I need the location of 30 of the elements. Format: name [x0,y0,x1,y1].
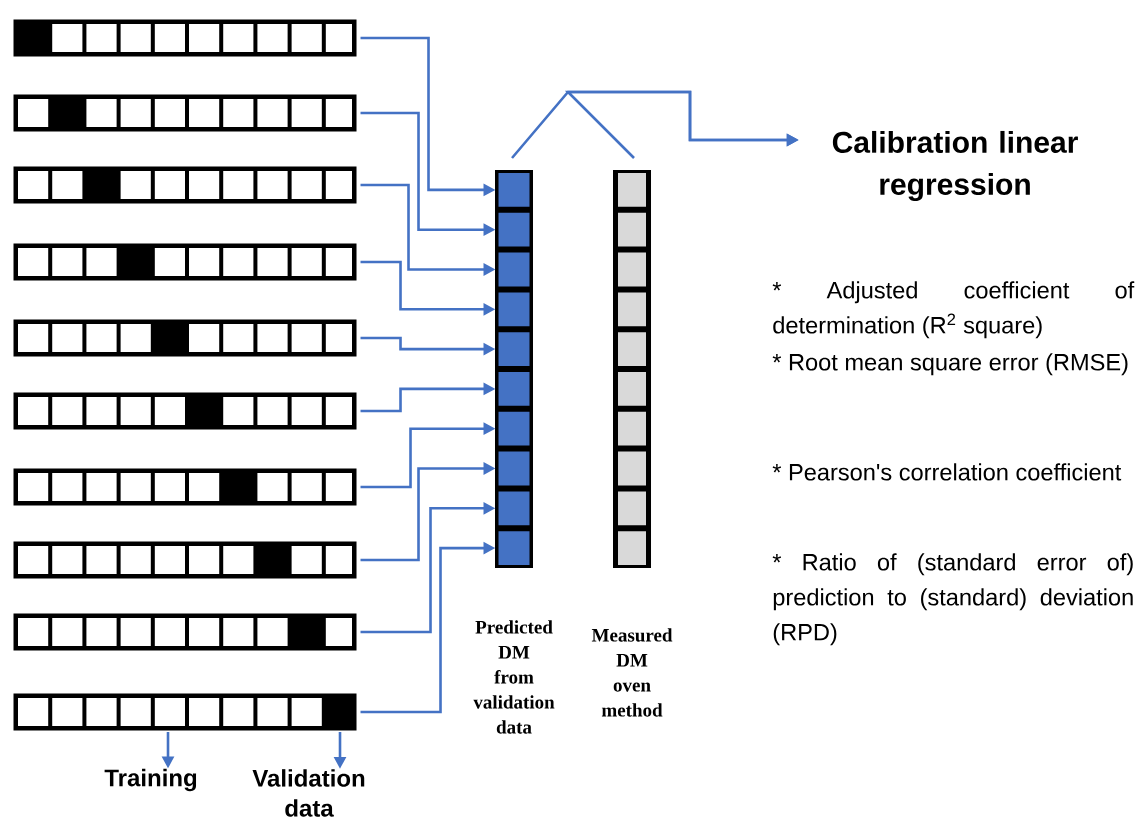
data-cell [495,170,533,210]
data-column [613,170,651,568]
cell-strip [13,166,357,204]
cell-strip [13,19,357,57]
data-cell [495,329,533,369]
cell-strip [13,319,357,357]
metric-note: * Root mean square error (RMSE) [772,353,1128,376]
data-cell [495,289,533,330]
data-cell [495,209,533,250]
cell-strip [13,541,357,579]
data-cell [495,249,533,290]
cell-strip [13,468,357,506]
column-caption: Predicted DM from validation data [473,620,555,734]
data-cell [495,528,533,568]
axis-label: Validation data [252,769,365,817]
data-cell [495,408,533,449]
column-caption: Measured DM oven method [591,628,673,717]
metric-note: * Ratio of (standard error of) prediction to (standard) deviation (RPD) [772,553,1133,646]
cell-strip [13,392,357,430]
cell-strip [13,94,357,132]
cell-strip [13,613,357,651]
metric-note: * Adjusted coefficient of determination (R$^{2}$ square) [772,281,1135,339]
cell-strip [13,693,357,731]
cell-strip [13,243,357,281]
metric-note: * Pearson's correlation coefficient [772,463,1122,481]
axis-label: Training [104,768,197,792]
data-cell [495,448,533,489]
data-cell [495,369,533,409]
heading: Calibration linear regression [832,130,1078,202]
data-cell [495,488,533,529]
